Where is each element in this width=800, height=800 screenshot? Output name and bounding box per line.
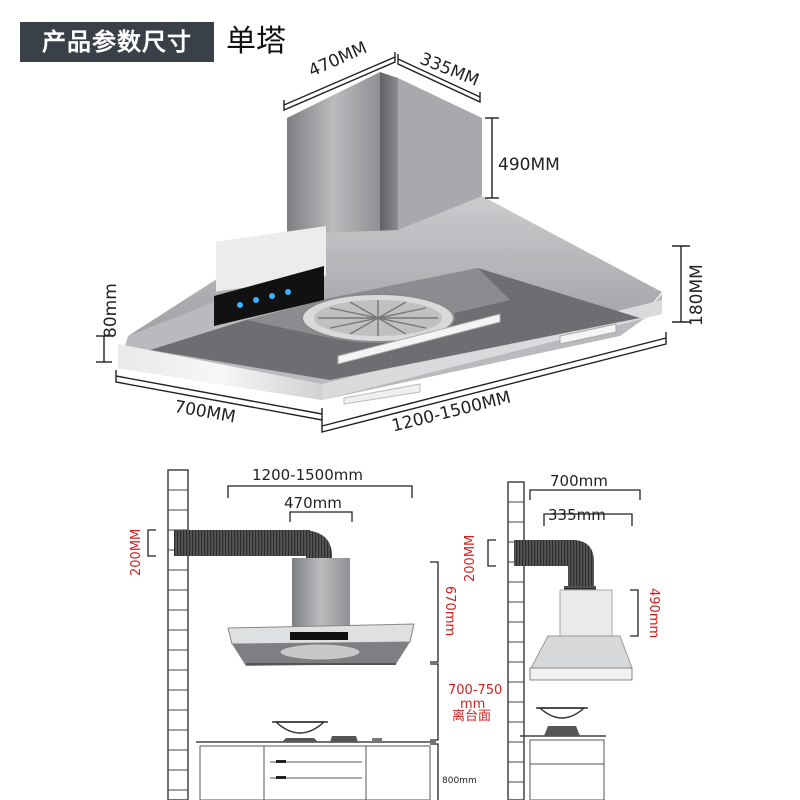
side-chimney-depth-label: 335mm [548, 506, 606, 524]
above-counter-line1: 700-750 [448, 683, 503, 698]
above-counter-line3: 离台面 [452, 709, 492, 724]
side-dimension-lines [487, 489, 641, 637]
hood-3d-illustration [118, 72, 662, 405]
side-install-diagram [507, 481, 633, 800]
front-dimension-lines [147, 485, 439, 800]
front-total-width-label: 1200-1500mm [252, 466, 363, 484]
side-duct-height-label: 200MM [463, 534, 478, 582]
spec-title-badge: 产品参数尺寸 [20, 22, 214, 62]
front-chimney-width-label: 470mm [284, 494, 342, 512]
counter-height-label: 800mm [442, 776, 477, 786]
front-install-diagram [167, 469, 436, 800]
side-chimney-height-label: 490mm [646, 588, 661, 639]
front-duct-height-label: 200MM [129, 528, 144, 576]
above-counter-line2: mm [460, 697, 486, 712]
model-subtitle: 单塔 [226, 24, 286, 59]
front-chimney-height-label: 670mm [442, 586, 457, 637]
top-dimension-lines [96, 52, 690, 433]
hood-right-height-label: 180MM [687, 264, 707, 326]
hood-left-height-label: 80mm [101, 283, 121, 338]
chimney-height-label: 490MM [498, 155, 560, 175]
side-hood-depth-label: 700mm [550, 472, 608, 490]
